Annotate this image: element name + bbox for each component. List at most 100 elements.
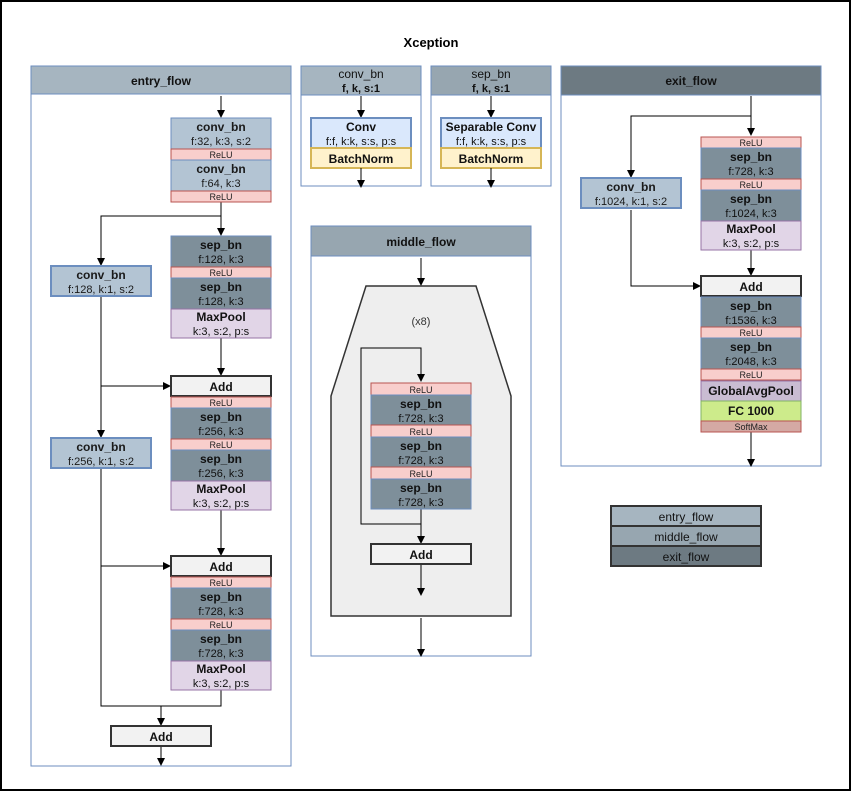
block-params: f:128, k:3 bbox=[198, 296, 243, 308]
sep-bn-def-params: f, k, s:1 bbox=[472, 83, 510, 95]
sep-bn-block bbox=[700, 296, 802, 328]
entry-flow-panel: entry_flow conv_bn f:32, k:3, s:2 ReLU c… bbox=[30, 65, 292, 767]
relu-label: ReLU bbox=[739, 370, 762, 380]
block-params: f:f, k:k, s:s, p:s bbox=[326, 136, 397, 148]
exit-flow-header bbox=[560, 65, 822, 96]
block-title: FC 1000 bbox=[728, 404, 774, 418]
relu-label: ReLU bbox=[209, 150, 232, 160]
block-params: f:1024, k:1, s:2 bbox=[595, 196, 667, 208]
relu-label: ReLU bbox=[409, 427, 432, 437]
block-params: f:1024, k:3 bbox=[725, 208, 776, 220]
softmax-block bbox=[700, 420, 802, 433]
middle-flow-label: middle_flow bbox=[386, 235, 456, 249]
sep-bn-block bbox=[170, 235, 272, 268]
legend-label: exit_flow bbox=[663, 550, 710, 564]
middle-flow-connectors bbox=[360, 347, 425, 657]
conv-block bbox=[310, 117, 412, 149]
block-title: Separable Conv bbox=[446, 120, 537, 134]
conv-bn-def-header bbox=[300, 65, 422, 96]
middle-flow-panel: middle_flow (x8) ReLU sep_bn f:728, k:3 … bbox=[310, 225, 532, 657]
conv-bn-block bbox=[170, 117, 272, 150]
middle-flow-header bbox=[310, 225, 532, 257]
sep-bn-block bbox=[170, 277, 272, 310]
relu-label: ReLU bbox=[409, 469, 432, 479]
maxpool-block bbox=[700, 220, 802, 251]
block-title: sep_bn bbox=[400, 397, 442, 411]
block-params: f:256, k:1, s:2 bbox=[68, 456, 134, 468]
relu-label: ReLU bbox=[209, 398, 232, 408]
sep-bn-block bbox=[370, 394, 472, 426]
add-block bbox=[110, 725, 212, 747]
block-title: conv_bn bbox=[76, 440, 125, 454]
relu-label: ReLU bbox=[209, 192, 232, 202]
block-params: k:3, s:2, p:s bbox=[193, 498, 250, 510]
relu-label: ReLU bbox=[209, 578, 232, 588]
block-params: f:32, k:3, s:2 bbox=[191, 136, 251, 148]
block-params: f:128, k:3 bbox=[198, 254, 243, 266]
conv-bn-definition-panel: conv_bn f, k, s:1 Conv f:f, k:k, s:s, p:… bbox=[300, 65, 422, 188]
exit-flow-connectors bbox=[627, 96, 755, 467]
block-title: sep_bn bbox=[200, 238, 242, 252]
block-params: f:1536, k:3 bbox=[725, 315, 776, 327]
sep-bn-block bbox=[700, 147, 802, 180]
block-params: f:f, k:k, s:s, p:s bbox=[456, 136, 527, 148]
block-params: f:728, k:3 bbox=[198, 606, 243, 618]
maxpool-block bbox=[170, 308, 272, 339]
maxpool-block bbox=[170, 660, 272, 691]
block-params: f:728, k:3 bbox=[198, 648, 243, 660]
block-params: f:256, k:3 bbox=[198, 426, 243, 438]
block-title: conv_bn bbox=[196, 120, 245, 134]
block-title: sep_bn bbox=[730, 299, 772, 313]
block-title: sep_bn bbox=[200, 452, 242, 466]
add-block bbox=[170, 555, 272, 577]
conv-bn-def-title: conv_bn bbox=[338, 67, 383, 81]
relu-label: ReLU bbox=[409, 385, 432, 395]
maxpool-block bbox=[170, 480, 272, 511]
sep-bn-definition-panel: sep_bn f, k, s:1 Separable Conv f:f, k:k… bbox=[430, 65, 552, 188]
block-params: k:3, s:2, p:s bbox=[193, 326, 250, 338]
add-label: Add bbox=[409, 548, 432, 562]
block-title: GlobalAvgPool bbox=[708, 384, 794, 398]
block-title: Conv bbox=[346, 120, 376, 134]
relu-label: ReLU bbox=[209, 440, 232, 450]
block-params: f:728, k:3 bbox=[728, 166, 773, 178]
softmax-label: SoftMax bbox=[734, 422, 768, 432]
block-title: conv_bn bbox=[196, 162, 245, 176]
block-title: sep_bn bbox=[400, 439, 442, 453]
block-title: sep_bn bbox=[200, 590, 242, 604]
sep-bn-block bbox=[170, 449, 272, 482]
block-title: sep_bn bbox=[730, 340, 772, 354]
diagram-title: Xception bbox=[404, 35, 459, 50]
shortcut-conv-bn-block bbox=[50, 437, 152, 469]
add-label: Add bbox=[149, 730, 172, 744]
add-block bbox=[700, 275, 802, 297]
block-params: f:2048, k:3 bbox=[725, 356, 776, 368]
block-title: MaxPool bbox=[726, 222, 775, 236]
add-block bbox=[170, 375, 272, 397]
add-block bbox=[370, 543, 472, 565]
relu-label: ReLU bbox=[209, 268, 232, 278]
legend: entry_flow middle_flow exit_flow bbox=[610, 505, 762, 567]
sep-bn-def-title: sep_bn bbox=[471, 67, 510, 81]
repeat-count: (x8) bbox=[412, 316, 431, 328]
legend-label: middle_flow bbox=[654, 530, 718, 544]
relu-label: ReLU bbox=[739, 328, 762, 338]
legend-exit-flow bbox=[610, 545, 762, 567]
entry-flow-label: entry_flow bbox=[131, 74, 192, 88]
block-title: sep_bn bbox=[730, 192, 772, 206]
add-label: Add bbox=[739, 280, 762, 294]
shortcut-conv-bn-block bbox=[580, 177, 682, 209]
block-params: f:728, k:3 bbox=[398, 455, 443, 467]
entry-flow-connectors bbox=[97, 96, 225, 766]
block-title: sep_bn bbox=[400, 481, 442, 495]
exit-flow-panel: exit_flow ReLU sep_bn f:728, k:3 ReLU se… bbox=[560, 65, 822, 467]
entry-flow-header bbox=[30, 65, 292, 95]
block-params: k:3, s:2, p:s bbox=[723, 238, 780, 250]
sep-bn-block bbox=[170, 407, 272, 440]
conv-bn-block bbox=[170, 159, 272, 192]
relu-label: ReLU bbox=[209, 620, 232, 630]
shortcut-conv-bn-block bbox=[50, 265, 152, 297]
exit-flow-label: exit_flow bbox=[665, 74, 717, 88]
block-title: sep_bn bbox=[730, 150, 772, 164]
